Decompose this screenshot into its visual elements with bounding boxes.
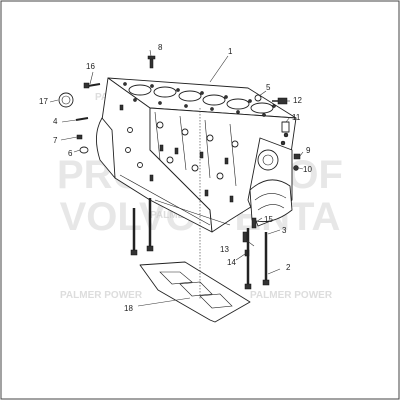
callout-12: 12	[293, 96, 302, 105]
watermark-brand-bottom-right: PALMER POWER	[250, 290, 333, 301]
part-5-plug	[254, 94, 262, 102]
leader-lines	[49, 49, 304, 307]
part-10-plug	[293, 165, 299, 171]
part-15-bolt	[251, 217, 257, 229]
callout-2: 2	[286, 263, 291, 272]
callout-5: 5	[266, 83, 271, 92]
part-17-plug	[58, 92, 74, 108]
part-16-bolt	[83, 82, 101, 89]
part-9-fitting	[293, 153, 301, 160]
callout-17: 17	[39, 97, 48, 106]
callout-8: 8	[158, 43, 163, 52]
callout-10: 10	[303, 165, 312, 174]
callout-13: 13	[220, 245, 229, 254]
part-4-dowel	[75, 117, 89, 121]
callout-15: 15	[264, 215, 273, 224]
watermark-brand-bottom-left: PALMER POWER	[60, 290, 143, 301]
callout-16: 16	[86, 62, 95, 71]
callout-4: 4	[53, 117, 58, 126]
part-12-sensor	[272, 97, 288, 105]
part-18-gasket	[139, 261, 251, 323]
callout-18: 18	[124, 304, 133, 313]
callout-6: 6	[68, 149, 73, 158]
callout-9: 9	[306, 146, 311, 155]
callout-3: 3	[282, 226, 287, 235]
part-8-stud	[147, 55, 156, 69]
callout-14: 14	[227, 258, 236, 267]
callout-7: 7	[53, 136, 58, 145]
callout-11: 11	[292, 113, 301, 122]
callout-1: 1	[228, 47, 233, 56]
part-3-main-bearing-bolts	[130, 198, 270, 290]
callout-labels: 1 2 3 4 5 6 7 8 9 10 11 12 13 14 15 16 1…	[39, 43, 312, 313]
cylinder-block	[96, 77, 297, 233]
part-6-washer	[79, 146, 89, 154]
part-7-pin	[76, 134, 83, 140]
